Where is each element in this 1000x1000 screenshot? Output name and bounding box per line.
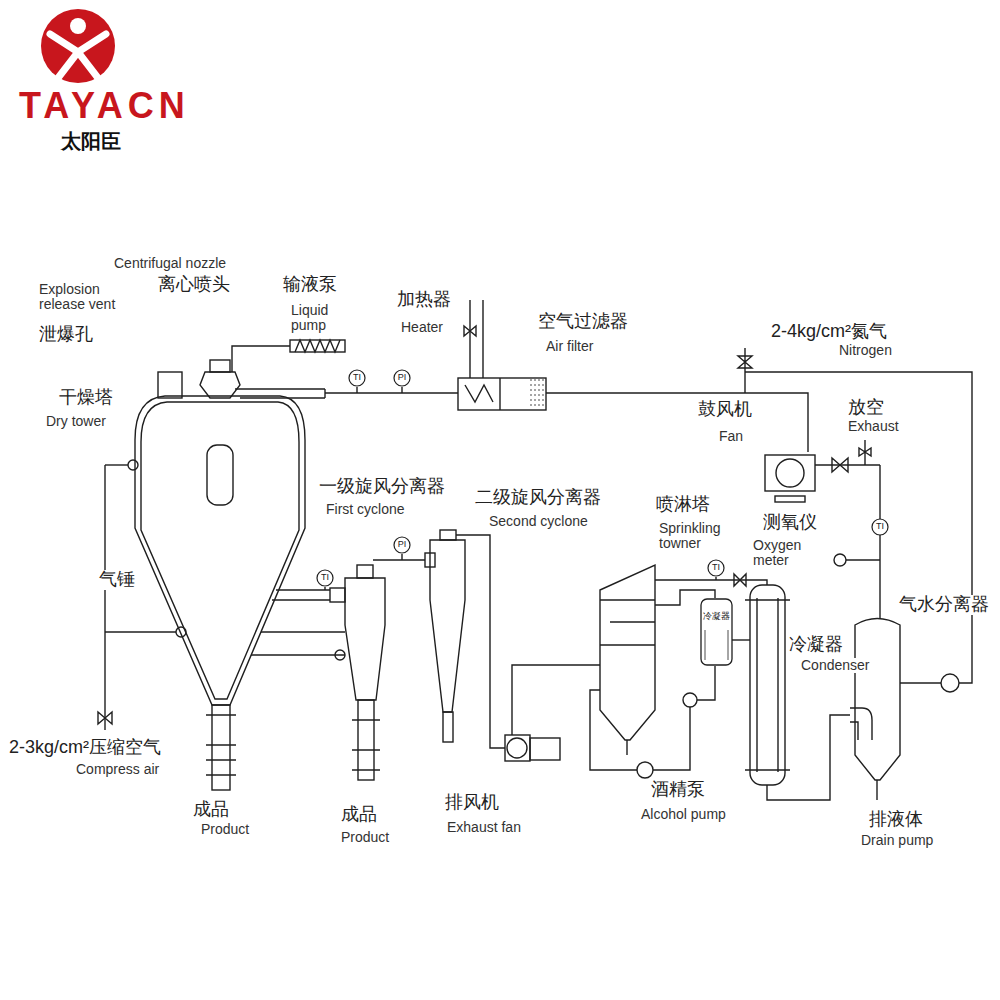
equipment-label: 排风机 xyxy=(444,793,500,813)
vessel-label: 冷凝器 xyxy=(703,612,730,622)
equipment-label: 2-4kg/cm²氮气 xyxy=(770,322,888,342)
instrument-tag: TI xyxy=(321,573,329,583)
equipment-label: 喷淋塔 xyxy=(655,495,711,515)
equipment-label: 一级旋风分离器 xyxy=(318,477,446,497)
equipment-label: Dry tower xyxy=(45,414,107,429)
equipment-label: Drain pump xyxy=(860,833,934,848)
equipment-label: 气水分离器 xyxy=(898,595,990,615)
equipment-label: Second cyclone xyxy=(488,514,589,529)
equipment-label: 放空 xyxy=(847,398,885,418)
equipment-label: Alcohol pump xyxy=(640,807,727,822)
equipment-label: 加热器 xyxy=(396,290,452,310)
equipment-label: 空气过滤器 xyxy=(537,312,629,332)
equipment-label: 鼓风机 xyxy=(697,400,753,420)
equipment-label: Product xyxy=(200,822,250,837)
instrument-tag: TI xyxy=(712,563,720,573)
equipment-label: Exhaust xyxy=(847,419,900,434)
instrument-tag: PI xyxy=(398,540,407,550)
equipment-label: 输液泵 xyxy=(282,275,338,295)
instrument-tag: TI xyxy=(353,373,361,383)
equipment-label: 干燥塔 xyxy=(58,388,114,408)
instrument-bubble: TI xyxy=(871,518,889,536)
condenser-vessel: 冷凝器 xyxy=(700,598,733,666)
instrument-bubble: PI xyxy=(393,536,411,554)
equipment-label: 排液体 xyxy=(868,810,924,830)
equipment-label: Centrifugal nozzle xyxy=(113,256,227,271)
equipment-label: Condenser xyxy=(800,658,871,673)
equipment-label: 酒精泵 xyxy=(650,780,706,800)
equipment-label: 二级旋风分离器 xyxy=(474,488,602,508)
logo-mark xyxy=(41,9,115,83)
equipment-label: 成品 xyxy=(192,800,230,820)
equipment-label: Exhaust fan xyxy=(446,820,522,835)
instrument-tag: TI xyxy=(876,522,884,532)
logo-text: 太阳臣 xyxy=(60,130,122,152)
logo-text: TAYACN xyxy=(18,86,191,126)
equipment-label: 泄爆孔 xyxy=(38,325,94,345)
equipment-label: Nitrogen xyxy=(838,343,893,358)
instrument-bubble: TI xyxy=(348,369,366,387)
vessel-outline xyxy=(700,598,733,666)
equipment-label: 成品 xyxy=(340,805,378,825)
equipment-label: Product xyxy=(340,830,390,845)
equipment-label: Oxygen meter xyxy=(752,538,814,569)
equipment-label: 气锤 xyxy=(98,570,136,590)
equipment-label: Heater xyxy=(400,320,444,335)
instrument-bubble: PI xyxy=(393,369,411,387)
instrument-bubble: TI xyxy=(316,569,334,587)
instrument-tag: PI xyxy=(398,373,407,383)
equipment-drawing xyxy=(98,300,972,800)
equipment-label: 冷凝器 xyxy=(788,635,844,655)
equipment-label: 离心喷头 xyxy=(157,275,231,295)
equipment-label: Air filter xyxy=(545,339,594,354)
equipment-label: Fan xyxy=(718,429,744,444)
equipment-label: First cyclone xyxy=(325,502,406,517)
instrument-bubble: TI xyxy=(707,559,725,577)
equipment-label: Compress air xyxy=(75,762,160,777)
equipment-label: Liquid pump xyxy=(290,303,347,334)
equipment-label: 测氧仪 xyxy=(762,513,818,533)
equipment-label: 2-3kg/cm²压缩空气 xyxy=(8,738,162,758)
equipment-label: Explosion release vent xyxy=(38,282,140,313)
equipment-label: Sprinkling towner xyxy=(658,521,745,552)
